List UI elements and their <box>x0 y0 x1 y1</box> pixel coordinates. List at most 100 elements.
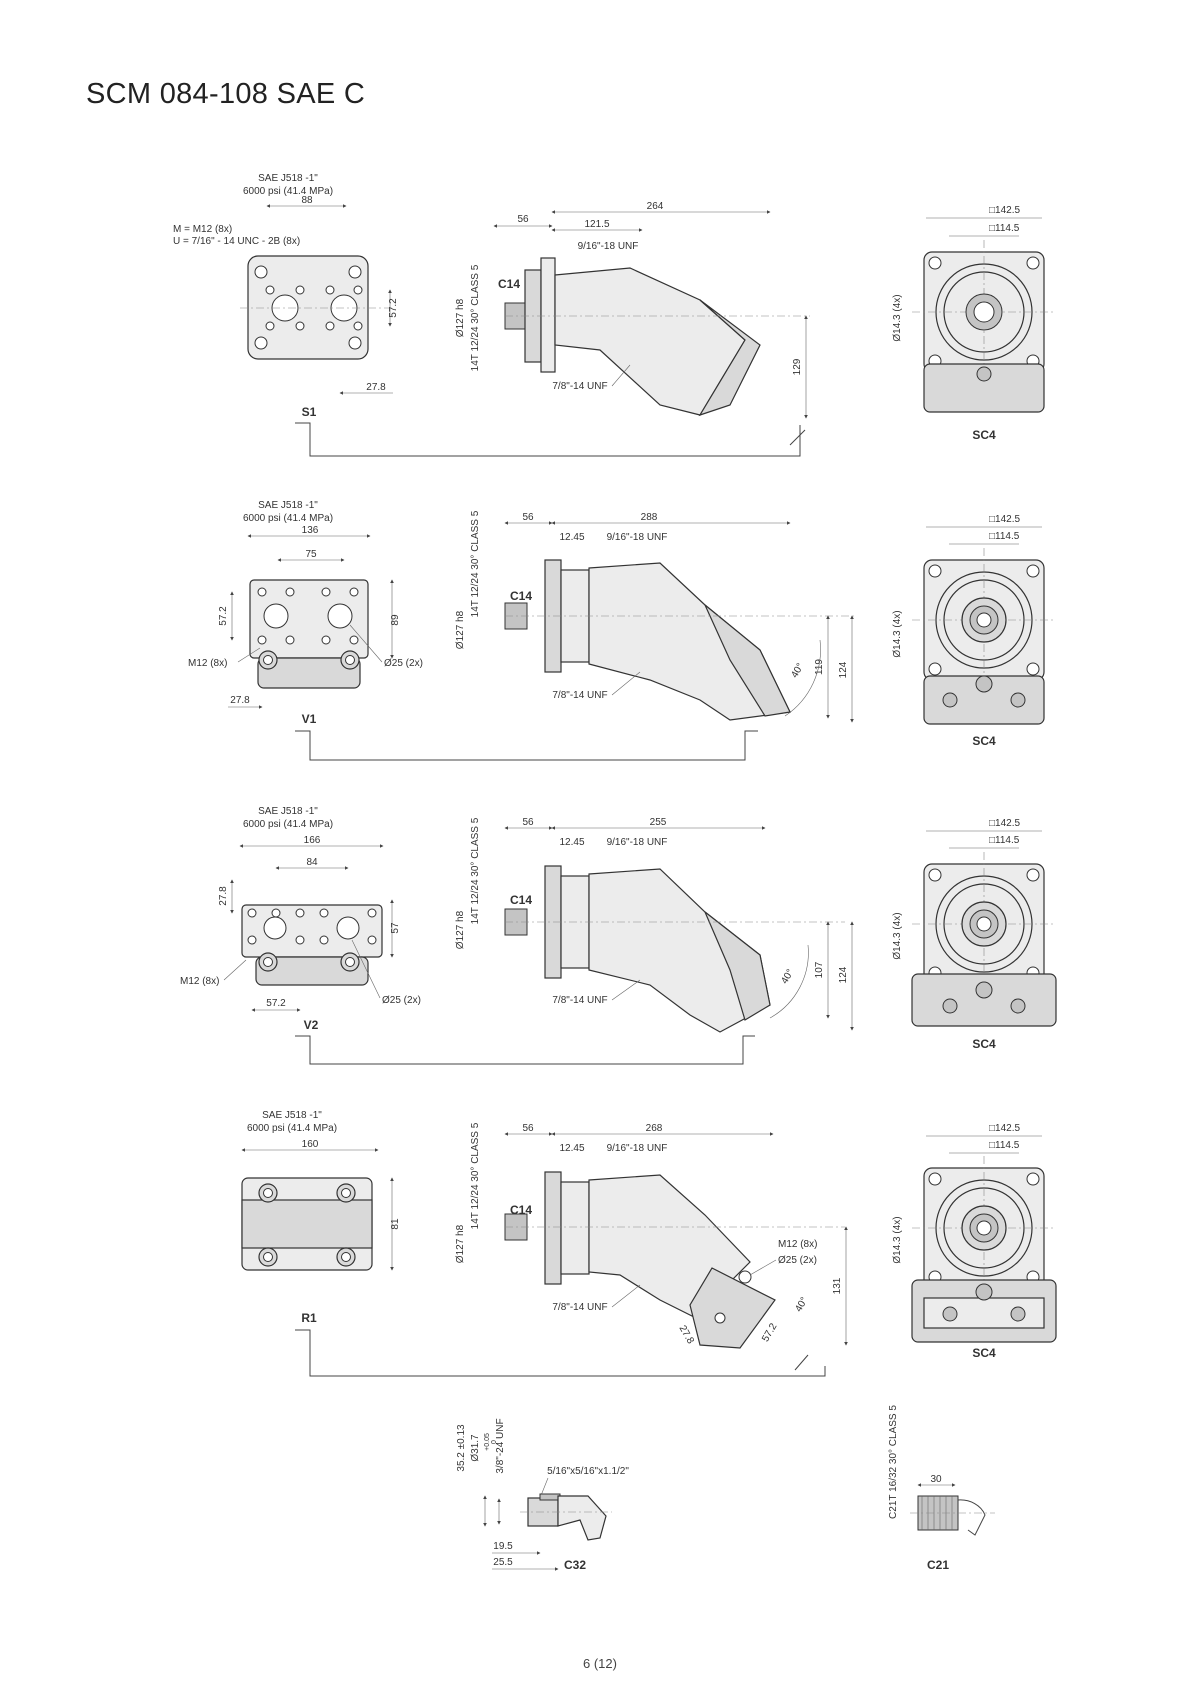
s1-spline: 14T 12/24 30° CLASS 5 <box>470 264 481 371</box>
v1-gauge-thread: 9/16"-18 UNF <box>607 532 668 543</box>
v1-m12: M12 (8x) <box>188 658 227 669</box>
v1-flange-holes: Ø14.3 (4x) <box>892 610 903 657</box>
s1-dim-88: 88 <box>301 195 313 206</box>
v2-dim-107: 107 <box>814 961 825 978</box>
s1-port-view <box>240 255 395 360</box>
v1-dim-75: 75 <box>305 549 317 560</box>
s1-flange-holes: Ø14.3 (4x) <box>892 294 903 341</box>
v1-pilot: Ø127 h8 <box>455 610 466 649</box>
c21-code: C21 <box>927 1558 949 1572</box>
s1-dim-572: 57.2 <box>388 298 399 318</box>
row-v1: SAE J518 -1" 6000 psi (41.4 MPa) 136 75 … <box>188 500 1057 761</box>
v2-m12: M12 (8x) <box>180 976 219 987</box>
r1-dim-278: 27.8 <box>677 1324 696 1347</box>
v1-dim-288: 288 <box>641 512 658 523</box>
v1-flange-view <box>911 547 1057 725</box>
page-number: 6 (12) <box>583 1656 617 1671</box>
v1-port-view <box>249 579 369 689</box>
v2-dim-84: 84 <box>306 857 318 868</box>
v2-side-view <box>504 865 845 1033</box>
v2-dim-166: 166 <box>304 835 321 846</box>
v2-port-view <box>241 904 383 986</box>
v2-angle: 40° <box>779 967 796 986</box>
s1-code: S1 <box>302 405 317 419</box>
r1-dim-81: 81 <box>390 1218 401 1230</box>
s1-dim-278: 27.8 <box>366 382 386 393</box>
v1-d25: Ø25 (2x) <box>384 658 423 669</box>
v1-drain-thread: 7/8"-14 UNF <box>552 690 607 701</box>
c21-dim-30: 30 <box>930 1474 942 1485</box>
s1-gauge-thread: 9/16"-18 UNF <box>578 241 639 252</box>
v2-flange-code: SC4 <box>972 1037 996 1051</box>
v2-dim-572: 57.2 <box>266 998 286 1009</box>
v2-dim-56: 56 <box>522 817 534 828</box>
s1-flange-outer: □142.5 <box>989 205 1021 216</box>
r1-dim-572: 57.2 <box>760 1321 779 1344</box>
s1-shaft-code: C14 <box>498 277 520 291</box>
s1-dim-56: 56 <box>517 214 529 225</box>
row-r1: SAE J518 -1" 6000 psi (41.4 MPa) 160 81 … <box>241 1110 1057 1377</box>
c32-shaft-view <box>520 1493 612 1541</box>
v1-angle: 40° <box>789 661 806 680</box>
r1-spline: 14T 12/24 30° CLASS 5 <box>470 1122 481 1229</box>
s1-port-spec-2: 6000 psi (41.4 MPa) <box>243 186 333 197</box>
v1-dim-89: 89 <box>390 614 401 626</box>
r1-port-spec-1: SAE J518 -1" <box>262 1110 322 1121</box>
v2-d25: Ø25 (2x) <box>382 995 421 1006</box>
r1-port-spec-2: 6000 psi (41.4 MPa) <box>247 1123 337 1134</box>
c32-dim-255: 25.5 <box>493 1557 513 1568</box>
v1-flange-outer: □142.5 <box>989 514 1021 525</box>
s1-flange-view <box>911 239 1057 413</box>
r1-gauge-thread: 9/16"-18 UNF <box>607 1143 668 1154</box>
r1-flange-code: SC4 <box>972 1346 996 1360</box>
r1-flange-holes: Ø14.3 (4x) <box>892 1216 903 1263</box>
v2-dim-278: 27.8 <box>218 886 229 906</box>
v2-dim-255: 255 <box>650 817 667 828</box>
c32-thread: 3/8"-24 UNF <box>495 1418 506 1473</box>
v2-dim-1245: 12.45 <box>559 837 584 848</box>
r1-flange-inner: □114.5 <box>989 1140 1020 1151</box>
r1-dim-1245: 12.45 <box>559 1143 584 1154</box>
page-title: SCM 084-108 SAE C <box>86 78 366 110</box>
v2-port-spec-2: 6000 psi (41.4 MPa) <box>243 819 333 830</box>
v1-code: V1 <box>302 712 317 726</box>
v2-flange-outer: □142.5 <box>989 818 1021 829</box>
v2-drain-thread: 7/8"-14 UNF <box>552 995 607 1006</box>
c32-dim-317: Ø31.7 <box>470 1434 481 1462</box>
r1-m12: M12 (8x) <box>778 1239 817 1250</box>
s1-thread-m: M = M12 (8x) <box>173 224 232 235</box>
r1-side-view <box>504 1171 845 1349</box>
r1-drain-thread: 7/8"-14 UNF <box>552 1302 607 1313</box>
r1-d25: Ø25 (2x) <box>778 1255 817 1266</box>
shaft-c21: C21T 16/32 30° CLASS 5 30 C21 <box>888 1405 995 1572</box>
s1-side-view <box>504 257 810 417</box>
s1-flange-inner: □114.5 <box>989 223 1020 234</box>
s1-dim-129: 129 <box>792 358 803 375</box>
v1-port-spec-2: 6000 psi (41.4 MPa) <box>243 513 333 524</box>
c21-spline: C21T 16/32 30° CLASS 5 <box>888 1405 899 1519</box>
v2-flange-holes: Ø14.3 (4x) <box>892 912 903 959</box>
c32-dim-352: 35.2 ±0.13 <box>456 1424 467 1472</box>
v2-code: V2 <box>304 1018 319 1032</box>
r1-dim-56: 56 <box>522 1123 534 1134</box>
r1-port-view <box>241 1177 373 1271</box>
s1-dim-264: 264 <box>647 201 664 212</box>
v1-port-spec-1: SAE J518 -1" <box>258 500 318 511</box>
v1-dim-572: 57.2 <box>218 606 229 626</box>
s1-pilot: Ø127 h8 <box>455 298 466 337</box>
v2-port-spec-1: SAE J518 -1" <box>258 806 318 817</box>
v2-flange-inner: □114.5 <box>989 835 1020 846</box>
r1-code: R1 <box>301 1311 317 1325</box>
r1-dim-131: 131 <box>832 1277 843 1294</box>
v1-dim-136: 136 <box>302 525 319 536</box>
v1-shaft-code: C14 <box>510 589 532 603</box>
v1-flange-code: SC4 <box>972 734 996 748</box>
v2-shaft-code: C14 <box>510 893 532 907</box>
s1-dim-1215: 121.5 <box>584 219 609 230</box>
v2-spline: 14T 12/24 30° CLASS 5 <box>470 817 481 924</box>
v2-dim-57: 57 <box>390 922 401 934</box>
r1-dim-268: 268 <box>646 1123 663 1134</box>
c32-dim-195: 19.5 <box>493 1541 513 1552</box>
v1-flange-inner: □114.5 <box>989 531 1020 542</box>
